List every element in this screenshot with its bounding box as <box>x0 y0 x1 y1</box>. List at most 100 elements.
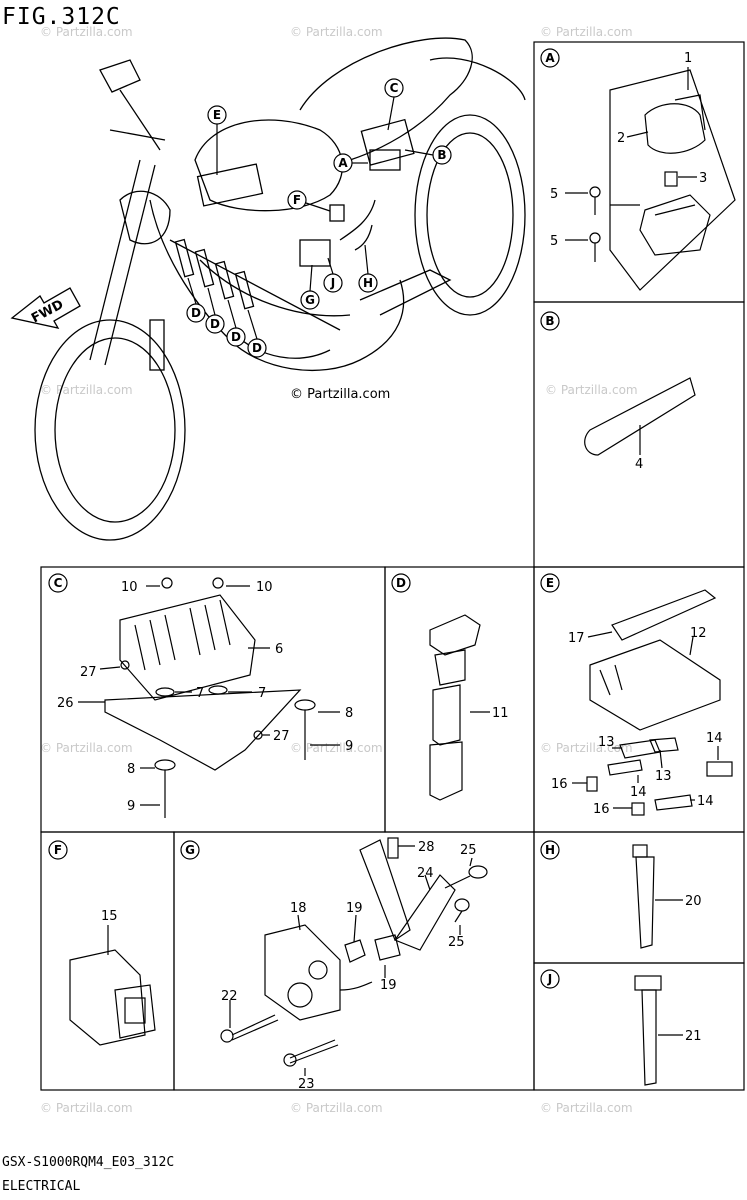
watermark: © Partzilla.com <box>290 1101 383 1115</box>
panel-label-g: G <box>185 843 195 857</box>
part-number: 10 <box>256 580 273 595</box>
panel-label-a: A <box>545 51 555 65</box>
part-number: 21 <box>685 1029 702 1044</box>
part-number: 14 <box>706 731 723 746</box>
part-number: 14 <box>630 785 647 800</box>
watermark: © Partzilla.com <box>540 1101 633 1115</box>
part-number: 19 <box>346 901 363 916</box>
figure-title: FIG.312C <box>2 4 121 30</box>
part-number: 8 <box>345 706 353 721</box>
callout-b: B <box>437 148 446 162</box>
part-number: 25 <box>460 843 477 858</box>
part-number: 25 <box>448 935 465 950</box>
panel-frames <box>40 41 745 1091</box>
part-number: 16 <box>593 802 610 817</box>
panel-d-drawing <box>429 614 490 801</box>
panel-label-e: E <box>546 576 554 590</box>
panel-letter-circles <box>48 48 560 989</box>
panel-h-drawing <box>632 844 683 949</box>
part-number: 11 <box>492 706 509 721</box>
watermark: © Partzilla.com <box>290 25 383 39</box>
panel-letters: A B C D E F G H J <box>54 51 556 986</box>
part-number: 1 <box>684 51 692 66</box>
part-number: 7 <box>258 686 266 701</box>
watermark: © Partzilla.com <box>40 741 133 755</box>
callout-d: D <box>191 306 201 320</box>
part-number: 20 <box>685 894 702 909</box>
panel-a-drawing <box>565 67 736 291</box>
panel-e-drawing <box>572 589 733 816</box>
panel-g-numbers: 28 25 24 18 19 25 19 22 23 <box>221 840 477 1092</box>
watermark: © Partzilla.com <box>40 383 133 397</box>
part-number: 26 <box>57 696 74 711</box>
panel-g-drawing <box>220 837 488 1076</box>
part-number: 18 <box>290 901 307 916</box>
part-number: 17 <box>568 631 585 646</box>
callout-d: D <box>210 317 220 331</box>
callout-d: D <box>252 341 262 355</box>
part-number: 28 <box>418 840 435 855</box>
part-number: 27 <box>80 665 97 680</box>
part-number: 15 <box>101 909 118 924</box>
panel-label-b: B <box>545 314 554 328</box>
watermark: © Partzilla.com <box>540 741 633 755</box>
diagram-code: GSX-S1000RQM4_E03_312C <box>2 1155 175 1170</box>
part-number: 14 <box>697 794 714 809</box>
panel-h-numbers: 20 <box>685 894 702 909</box>
part-number: 5 <box>550 187 558 202</box>
callout-d: D <box>231 330 241 344</box>
part-number: 12 <box>690 626 707 641</box>
callout-g: G <box>305 293 315 307</box>
panel-b-drawing <box>584 377 696 456</box>
panel-b-numbers: 4 <box>635 457 643 472</box>
watermark: © Partzilla.com <box>545 383 638 397</box>
watermark: © Partzilla.com <box>40 1101 133 1115</box>
part-number: 9 <box>127 799 135 814</box>
panel-label-h: H <box>545 843 555 857</box>
callout-e: E <box>213 108 221 122</box>
part-number: 9 <box>345 739 353 754</box>
panel-f-drawing <box>69 925 156 1046</box>
panel-j-drawing <box>634 975 683 1086</box>
panel-c-numbers: 10 10 6 27 7 7 26 8 27 9 8 9 <box>57 580 353 814</box>
part-number: 22 <box>221 989 238 1004</box>
watermark: © Partzilla.com <box>540 25 633 39</box>
callout-f: F <box>293 193 301 207</box>
part-number: 16 <box>551 777 568 792</box>
overview-watermark: © Partzilla.com <box>290 387 390 402</box>
part-number: 3 <box>699 171 707 186</box>
part-number: 23 <box>298 1077 315 1092</box>
callout-h: H <box>363 276 373 290</box>
callout-j: J <box>330 276 335 290</box>
overview-callout-labels: E C A B F G J H D D D D <box>191 81 447 355</box>
panel-label-j: J <box>547 972 552 986</box>
motorcycle-overview <box>34 37 526 541</box>
panel-a-numbers: 1 2 3 5 5 <box>550 51 707 249</box>
part-number: 24 <box>417 866 434 881</box>
part-number: 7 <box>196 686 204 701</box>
forward-arrow-icon: FWD <box>10 287 81 329</box>
part-number: 6 <box>275 642 283 657</box>
part-number: 2 <box>617 131 625 146</box>
part-number: 10 <box>121 580 138 595</box>
section-name: ELECTRICAL <box>2 1179 81 1194</box>
watermark: © Partzilla.com <box>290 741 383 755</box>
watermarks: © Partzilla.com © Partzilla.com © Partzi… <box>40 25 638 1115</box>
part-number: 19 <box>380 978 397 993</box>
callout-a: A <box>338 156 348 170</box>
callout-c: C <box>390 81 399 95</box>
panel-label-c: C <box>54 576 63 590</box>
panel-label-d: D <box>396 576 406 590</box>
part-number: 27 <box>273 729 290 744</box>
panel-j-numbers: 21 <box>685 1029 702 1044</box>
part-number: 13 <box>655 769 672 784</box>
part-number: 4 <box>635 457 643 472</box>
overview-callouts <box>186 78 452 358</box>
watermark: © Partzilla.com <box>40 25 133 39</box>
part-number: 13 <box>598 735 615 750</box>
panel-d-numbers: 11 <box>492 706 509 721</box>
panel-e-numbers: 17 12 13 14 13 16 14 16 14 <box>551 626 723 817</box>
panel-f-numbers: 15 <box>101 909 118 924</box>
part-number: 5 <box>550 234 558 249</box>
